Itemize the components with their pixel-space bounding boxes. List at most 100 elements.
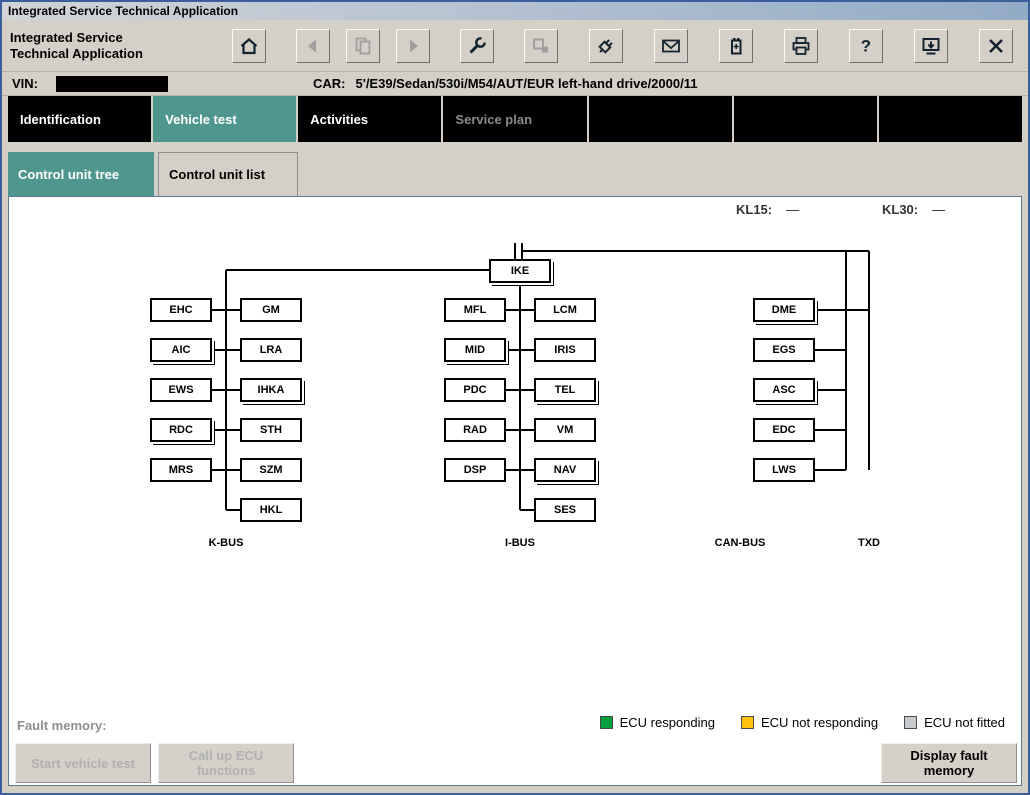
documents-button[interactable]	[346, 28, 380, 63]
ecu-node-rdc[interactable]: RDC	[150, 418, 212, 442]
envelope-icon	[662, 39, 680, 52]
bus-wiring-lines	[212, 243, 870, 511]
arrow-right-icon	[410, 39, 418, 52]
ecu-node-mfl[interactable]: MFL	[444, 298, 506, 322]
ecu-node-ses[interactable]: SES	[534, 498, 596, 522]
ecu-node-lcm[interactable]: LCM	[534, 298, 596, 322]
ecu-node-nav[interactable]: NAV	[534, 458, 596, 482]
legend-item-ecu-not-fitted: ECU not fitted	[904, 715, 1005, 730]
main-tab-label: Service plan	[455, 111, 533, 127]
main-tab-empty-6	[878, 96, 1022, 142]
ecu-node-sth[interactable]: STH	[240, 418, 302, 442]
main-tab-empty-4	[588, 96, 732, 142]
vehicle-info-bar: VIN: CAR: 5'/E39/Sedan/530i/M54/AUT/EUR …	[2, 72, 1028, 96]
ecu-node-dme[interactable]: DME	[753, 298, 815, 322]
wrench-icon	[469, 36, 487, 54]
legend-swatch	[904, 716, 918, 729]
ecu-node-tel[interactable]: TEL	[534, 378, 596, 402]
connection-button[interactable]	[589, 28, 623, 63]
car-label: CAR:	[313, 76, 346, 91]
ecu-node-ehc[interactable]: EHC	[150, 298, 212, 322]
app-name-line1: Integrated Service	[10, 29, 123, 45]
kl30-value: —	[932, 202, 946, 217]
main-tab-label: Activities	[310, 111, 369, 127]
ecu-node-rad[interactable]: RAD	[444, 418, 506, 442]
main-tab-service-plan[interactable]: Service plan	[443, 96, 587, 142]
ecu-node-pdc[interactable]: PDC	[444, 378, 506, 402]
fault-memory-label: Fault memory:	[17, 718, 107, 733]
service-functions-button[interactable]	[460, 28, 494, 63]
sub-tab-bar: Control unit tree Control unit list	[2, 142, 1028, 196]
sub-tab-label: Control unit list	[169, 167, 266, 182]
close-button[interactable]	[979, 28, 1013, 63]
ecu-node-dsp[interactable]: DSP	[444, 458, 506, 482]
main-tab-label: Vehicle test	[165, 111, 237, 127]
svg-text:?: ?	[861, 36, 871, 55]
documents-icon	[355, 37, 371, 54]
home-button[interactable]	[232, 28, 266, 63]
ecu-node-edc[interactable]: EDC	[753, 418, 815, 442]
ecu-node-mid[interactable]: MID	[444, 338, 506, 362]
plug-icon	[598, 38, 613, 54]
ecu-node-gm[interactable]: GM	[240, 298, 302, 322]
ecu-node-aic[interactable]: AIC	[150, 338, 212, 362]
ecu-node-ews[interactable]: EWS	[150, 378, 212, 402]
kl15-value: —	[786, 202, 800, 217]
printer-icon	[792, 36, 810, 55]
minimize-button[interactable]	[914, 28, 948, 63]
main-tab-activities[interactable]: Activities	[298, 96, 442, 142]
ecu-node-lws[interactable]: LWS	[753, 458, 815, 482]
bus-label-can-bus: CAN-BUS	[714, 537, 766, 549]
ecu-node-szm[interactable]: SZM	[240, 458, 302, 482]
kl15-status: KL15: —	[736, 202, 799, 217]
legend-swatch	[599, 716, 613, 729]
legend-label: ECU not responding	[760, 715, 879, 730]
ecu-node-lra[interactable]: LRA	[240, 338, 302, 362]
call-up-ecu-functions-button[interactable]: Call up ECU functions	[158, 743, 294, 783]
sub-tab-control-unit-tree[interactable]: Control unit tree	[8, 152, 154, 196]
ecu-node-iris[interactable]: IRIS	[534, 338, 596, 362]
battery-icon	[731, 37, 742, 54]
messages-button[interactable]	[654, 28, 688, 63]
back-button[interactable]	[296, 28, 330, 63]
ecu-node-ike[interactable]: IKE	[489, 259, 551, 283]
measurement-button[interactable]	[524, 28, 558, 63]
main-tab-vehicle-test[interactable]: Vehicle test	[153, 96, 297, 142]
forward-button[interactable]	[396, 28, 430, 63]
control-unit-tree-panel: KL15: — KL30:— Fault memory: ECU respondi…	[8, 196, 1022, 786]
legend-label: ECU responding	[619, 715, 715, 730]
main-tab-identification[interactable]: Identification	[8, 96, 152, 142]
vin-value-redacted	[56, 75, 168, 92]
toolbar: Integrated Service Technical Application	[2, 20, 1028, 72]
ecu-node-mrs[interactable]: MRS	[150, 458, 212, 482]
main-tab-label: Identification	[20, 111, 101, 127]
legend-item-ecu-not-responding: ECU not responding	[740, 715, 879, 730]
close-x-icon	[989, 38, 1003, 53]
vin-label: VIN:	[12, 76, 38, 91]
ecu-node-vm[interactable]: VM	[534, 418, 596, 442]
display-fault-memory-button[interactable]: Display fault memory	[881, 743, 1017, 783]
ecu-node-egs[interactable]: EGS	[753, 338, 815, 362]
app-name: Integrated Service Technical Application	[2, 30, 226, 62]
bus-label-txd: TXD	[858, 537, 880, 549]
ecu-status-legend: ECU responding ECU not responding ECU not …	[599, 715, 1005, 730]
sub-tab-control-unit-list[interactable]: Control unit list	[158, 152, 298, 196]
kl15-label: KL15:	[736, 202, 773, 217]
help-button[interactable]: ?	[849, 28, 883, 63]
main-tab-bar: Identification Vehicle test Activities Serv…	[2, 96, 1028, 142]
app-name-line2: Technical Application	[10, 45, 143, 61]
bus-label-k-bus: K-BUS	[208, 537, 244, 549]
print-button[interactable]	[784, 28, 818, 63]
kl30-status: KL30:—	[882, 202, 945, 217]
question-mark-icon: ?	[861, 36, 871, 55]
window-arrow-icon	[922, 37, 940, 54]
arrow-left-icon	[308, 39, 316, 52]
squares-icon	[533, 38, 548, 52]
ecu-node-asc[interactable]: ASC	[753, 378, 815, 402]
battery-button[interactable]	[719, 28, 753, 63]
bus-label-i-bus: I-BUS	[505, 537, 535, 549]
ecu-node-ihka[interactable]: IHKA	[240, 378, 302, 402]
start-vehicle-test-button[interactable]: Start vehicle test	[15, 743, 151, 783]
ecu-node-hkl[interactable]: HKL	[240, 498, 302, 522]
